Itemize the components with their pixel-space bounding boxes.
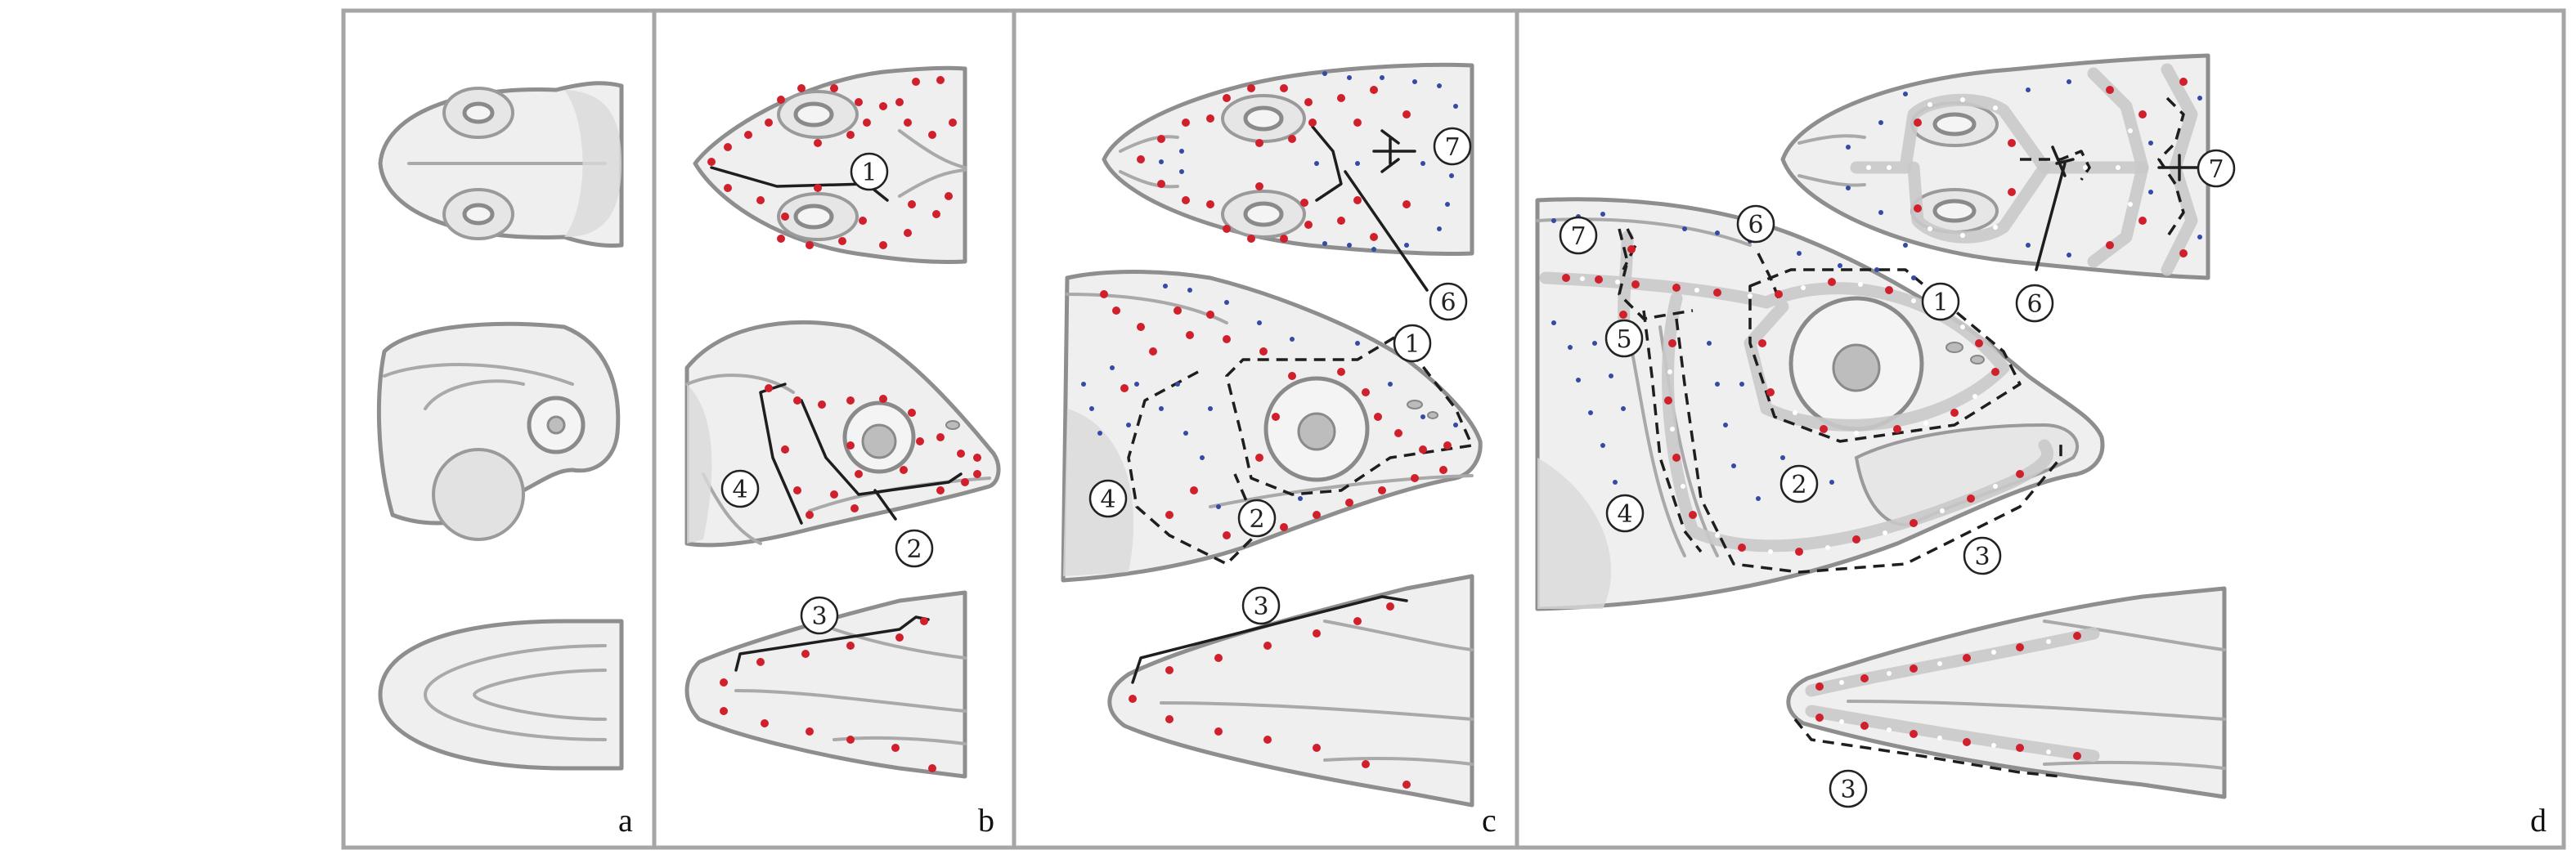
panel-b-ventral-dots (720, 617, 936, 772)
c-line-1 (1225, 333, 1474, 496)
svg-text:7: 7 (2208, 155, 2224, 184)
svg-text:6: 6 (2026, 290, 2042, 319)
b-line-3 (734, 615, 930, 672)
panel-d-frame (1515, 8, 2566, 850)
c-line-7 (1372, 129, 1416, 173)
marker-3-d-bottom: 3 (1829, 769, 1868, 808)
d-leader-6 (2035, 162, 2067, 271)
panel-d: 7 6 (1535, 53, 2547, 839)
panel-c-lateral-head (1061, 270, 1483, 583)
panel-b: 1 (684, 65, 1001, 839)
panel-c-ventral-head (1107, 574, 1474, 808)
d-line-3 (1793, 718, 2062, 778)
panel-d-dorsal-dots (1846, 78, 2202, 257)
panel-b-dorsal-head (693, 65, 967, 265)
marker-4-b: 4 (720, 469, 760, 508)
marker-2-b: 2 (895, 529, 934, 568)
marker-2-c: 2 (1237, 499, 1277, 538)
marker-6-d: 6 (1736, 204, 1775, 244)
panel-b-lateral-dots (765, 384, 981, 519)
svg-text:6: 6 (1440, 289, 1456, 317)
marker-5-d: 5 (1604, 319, 1644, 358)
marker-7-d-top: 7 (2197, 149, 2236, 188)
svg-text:2: 2 (1791, 471, 1806, 499)
panel-a-lateral-head (376, 321, 621, 541)
marker-6-d-top: 6 (2015, 284, 2054, 323)
svg-text:3: 3 (1974, 543, 1990, 571)
marker-4-c: 4 (1088, 479, 1128, 518)
c-line-4 (1127, 370, 1261, 566)
panel-a-dorsal-head (378, 81, 624, 248)
marker-1-d: 1 (1921, 282, 1960, 321)
marker-6-c: 6 (1429, 282, 1468, 321)
panel-c-lateral-dots (1081, 284, 1458, 539)
panel-d-ventral-dots (1815, 632, 2081, 760)
svg-text:4: 4 (1617, 500, 1632, 529)
d-line-5 (1618, 228, 1694, 320)
svg-text:4: 4 (1100, 485, 1115, 514)
d-line-1 (1748, 268, 2022, 443)
panel-c-dorsal-dots (1137, 71, 1458, 252)
marker-3-c: 3 (1241, 586, 1281, 625)
b-line-2 (800, 399, 963, 496)
d-line-7 (1622, 228, 1637, 271)
panel-a: a (376, 81, 633, 839)
panel-frames (341, 8, 2566, 850)
d-dorsal-cross-7 (2157, 154, 2201, 181)
panel-letter-c: c (1482, 802, 1497, 839)
svg-text:7: 7 (1570, 222, 1586, 251)
panel-a-ventral-head (378, 619, 624, 771)
svg-text:1: 1 (1932, 289, 1948, 317)
marker-7-c: 7 (1433, 127, 1472, 166)
svg-text:3: 3 (1840, 776, 1856, 804)
d-line-4 (1642, 310, 1703, 553)
b-leader-2 (873, 489, 897, 521)
panel-letter-b: b (978, 802, 994, 839)
marker-1-c: 1 (1393, 324, 1432, 363)
panel-b-dorsal-dots (707, 76, 957, 249)
svg-text:7: 7 (1444, 133, 1460, 162)
c-line-6 (1311, 125, 1343, 202)
c-line-3 (1131, 595, 1408, 684)
svg-text:1: 1 (1404, 330, 1420, 359)
panel-d-dorsal-head (1780, 53, 2210, 280)
d-line-2 (1675, 318, 2062, 574)
panel-c-dorsal-head (1102, 62, 1474, 292)
svg-text:2: 2 (906, 535, 922, 564)
marker-1-b: 1 (850, 152, 889, 191)
svg-text:4: 4 (732, 476, 747, 504)
svg-text:1: 1 (861, 159, 877, 187)
marker-4-d: 4 (1605, 494, 1645, 533)
panel-c: 7 6 (1061, 62, 1497, 839)
panel-letter-d: d (2530, 802, 2547, 839)
panel-b-lateral-head (684, 320, 1001, 548)
b-line-1 (710, 166, 889, 202)
svg-text:2: 2 (1249, 505, 1264, 534)
svg-text:3: 3 (1253, 593, 1268, 621)
svg-text:6: 6 (1748, 211, 1763, 239)
panel-c-ventral-dots (1129, 602, 1411, 789)
panel-letter-a: a (618, 802, 633, 839)
marker-3-b: 3 (800, 596, 839, 635)
d-dorsal-line-7 (2157, 96, 2185, 238)
c-leader-6 (1344, 170, 1429, 292)
marker-2-d: 2 (1779, 464, 1819, 503)
panel-d-lateral-dots (1551, 212, 2024, 556)
marker-7-d: 7 (1559, 216, 1598, 255)
panel-d-ventral-head (1786, 586, 2227, 799)
marker-3-d: 3 (1963, 536, 2002, 575)
d-dorsal-line-6 (2020, 150, 2091, 181)
svg-text:3: 3 (811, 602, 827, 631)
svg-text:5: 5 (1616, 325, 1631, 354)
